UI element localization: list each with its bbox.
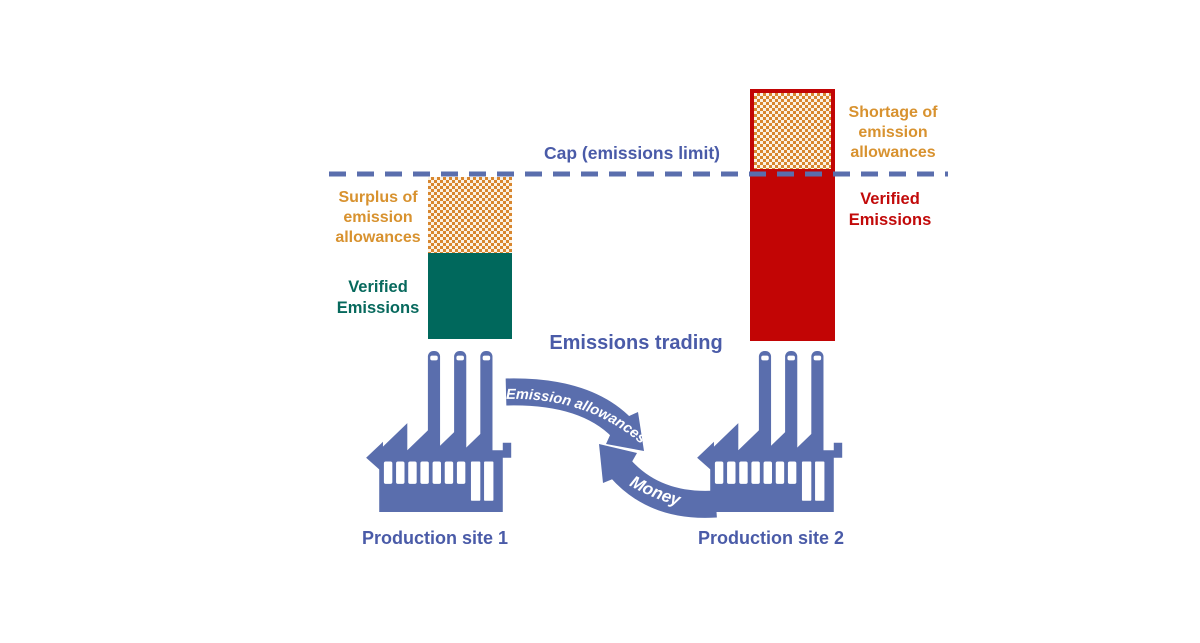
surplus-label-line3: allowances [335, 229, 421, 246]
emission-allowances-arrow [505, 378, 644, 451]
surplus-label: Surplus of emission allowances [326, 188, 430, 248]
shortage-label-line3: allowances [850, 144, 936, 161]
shortage-allowances-bar-segment [750, 89, 835, 173]
surplus-allowances-bar-segment [428, 177, 512, 253]
arrow-head-right-icon [606, 412, 644, 451]
verified-site2-line2: Emissions [848, 211, 932, 229]
factory-icon-site1 [366, 351, 512, 512]
cap-label: Cap (emissions limit) [543, 143, 720, 163]
shortage-label-line1: Shortage of [848, 104, 938, 121]
emissions-trading-title: Emissions trading [549, 332, 723, 354]
emission-allowances-arrow-label: Emission allowances [506, 387, 649, 447]
verified-emissions-bar-site2 [750, 173, 835, 341]
surplus-label-line2: emission [343, 209, 413, 226]
verified-site2-line1: Verified [860, 190, 920, 208]
production-site1-label: Production site 1 [361, 528, 509, 548]
arrow-head-left-icon [599, 444, 637, 483]
factory-icon-site2 [697, 351, 843, 512]
shortage-label-line2: emission [858, 124, 928, 141]
shortage-label: Shortage of emission allowances [840, 103, 946, 163]
surplus-label-line1: Surplus of [338, 189, 418, 206]
verified-emissions-bar-site1 [428, 253, 512, 339]
verified-site1-line2: Emissions [336, 299, 420, 317]
production-site2-label: Production site 2 [697, 528, 845, 548]
verified-emissions-label-site1: Verified Emissions [318, 277, 438, 319]
emissions-bar-site2 [750, 89, 835, 341]
verified-emissions-label-site2: Verified Emissions [830, 189, 950, 231]
money-arrow-label: Money [627, 472, 684, 510]
verified-site1-line1: Verified [348, 278, 408, 296]
